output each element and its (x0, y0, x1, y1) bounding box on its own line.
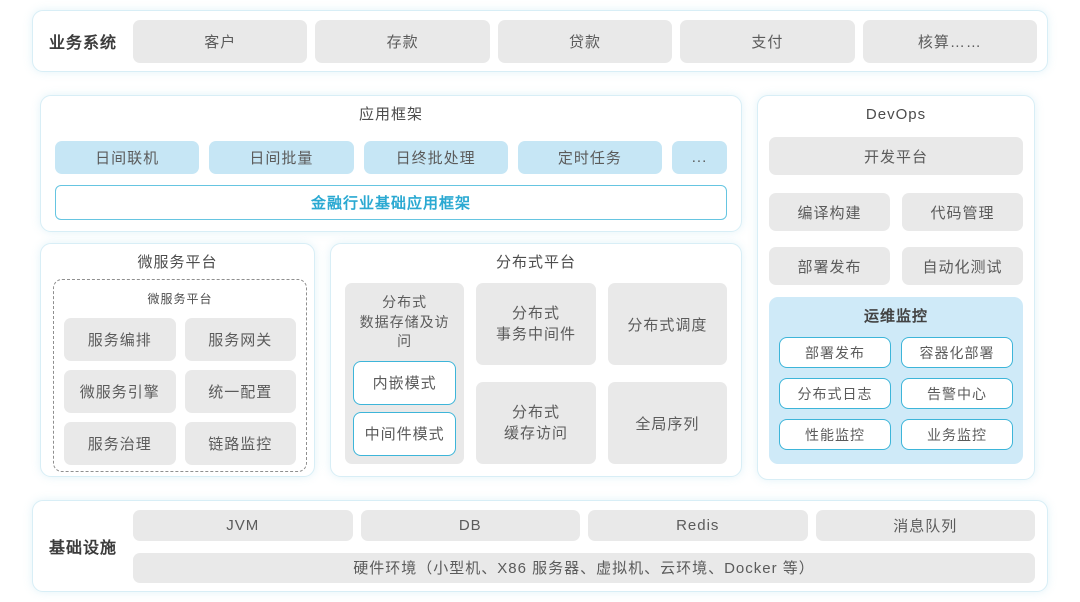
distributed-cache-access: 分布式 缓存访问 (476, 382, 596, 464)
distributed-storage-group: 分布式 数据存储及访问 内嵌模式 中间件模式 (345, 283, 465, 464)
middleware-mode: 中间件模式 (353, 411, 457, 456)
business-items-row: 客户 存款 贷款 支付 核算…… (133, 19, 1038, 63)
business-item-payment: 支付 (680, 19, 855, 63)
devops-tools-grid: 编译构建 代码管理 部署发布 自动化测试 (769, 193, 1023, 285)
service-gateway: 服务网关 (184, 318, 296, 361)
dev-platform: 开发平台 (769, 137, 1023, 175)
embedded-mode: 内嵌模式 (353, 360, 457, 405)
tool-automated-testing: 自动化测试 (902, 247, 1023, 285)
microservice-grid: 服务编排 服务网关 微服务引擎 统一配置 服务治理 链路监控 (64, 318, 296, 465)
business-item-accounting: 核算…… (862, 19, 1038, 63)
trace-monitoring: 链路监控 (184, 422, 296, 465)
microservice-platform-panel: 微服务平台 微服务平台 服务编排 服务网关 微服务引擎 统一配置 服务治理 链路… (40, 243, 315, 477)
microservice-platform-title: 微服务平台 (137, 254, 218, 271)
app-framework-panel: 应用框架 日间联机 日间批量 日终批处理 定时任务 ... 金融行业基础应用框架 (40, 95, 742, 232)
hardware-environment: 硬件环境（小型机、X86 服务器、虚拟机、云环境、Docker 等） (133, 552, 1035, 583)
distributed-scheduling: 分布式调度 (607, 283, 727, 365)
business-item-loan: 贷款 (497, 19, 673, 63)
infra-message-queue: 消息队列 (815, 509, 1035, 541)
infra-redis: Redis (588, 509, 808, 541)
business-systems-label: 业务系统 (48, 35, 117, 52)
global-sequence: 全局序列 (607, 382, 727, 464)
infrastructure-content: JVM DB Redis 消息队列 硬件环境（小型机、X86 服务器、虚拟机、云… (133, 509, 1035, 583)
infrastructure-label: 基础设施 (48, 540, 117, 557)
infrastructure-panel: 基础设施 JVM DB Redis 消息队列 硬件环境（小型机、X86 服务器、… (32, 500, 1048, 592)
unified-config: 统一配置 (184, 370, 296, 413)
monitor-business: 业务监控 (901, 419, 1013, 450)
service-orchestration: 服务编排 (64, 318, 176, 361)
ops-monitoring-panel: 运维监控 部署发布 容器化部署 分布式日志 告警中心 性能监控 业务监控 (769, 297, 1023, 464)
app-framework-title: 应用框架 (358, 106, 423, 123)
monitor-container-deploy: 容器化部署 (901, 337, 1013, 368)
distributed-platform-title: 分布式平台 (495, 254, 576, 271)
module-scheduled-tasks: 定时任务 (517, 141, 662, 174)
service-governance: 服务治理 (64, 422, 176, 465)
infra-db: DB (360, 509, 580, 541)
infra-jvm: JVM (133, 509, 353, 541)
monitor-alert-center: 告警中心 (901, 378, 1013, 409)
tool-compile-build: 编译构建 (769, 193, 890, 231)
distributed-storage-label: 分布式 数据存储及访问 (359, 294, 450, 350)
microservice-inner-group: 微服务平台 服务编排 服务网关 微服务引擎 统一配置 服务治理 链路监控 (53, 279, 307, 472)
tool-code-management: 代码管理 (902, 193, 1023, 231)
microservice-engine: 微服务引擎 (64, 370, 176, 413)
monitor-distributed-logs: 分布式日志 (779, 378, 891, 409)
distributed-grid: 分布式 数据存储及访问 内嵌模式 中间件模式 分布式 事务中间件 分布式调度 分… (345, 283, 727, 464)
distributed-platform-panel: 分布式平台 分布式 数据存储及访问 内嵌模式 中间件模式 分布式 事务中间件 分… (330, 243, 742, 477)
monitor-performance: 性能监控 (779, 419, 891, 450)
microservice-inner-title: 微服务平台 (147, 292, 213, 306)
monitor-deploy-release: 部署发布 (779, 337, 891, 368)
infrastructure-items-row: JVM DB Redis 消息队列 (133, 509, 1035, 541)
devops-title: DevOps (865, 106, 927, 123)
devops-panel: DevOps 开发平台 编译构建 代码管理 部署发布 自动化测试 运维监控 部署… (757, 95, 1035, 480)
business-systems-panel: 业务系统 客户 存款 贷款 支付 核算…… (32, 10, 1048, 72)
business-item-customer: 客户 (133, 19, 308, 63)
module-daytime-online: 日间联机 (55, 141, 200, 174)
distributed-transaction-middleware: 分布式 事务中间件 (476, 283, 596, 365)
ops-monitoring-grid: 部署发布 容器化部署 分布式日志 告警中心 性能监控 业务监控 (779, 337, 1013, 450)
base-application-framework: 金融行业基础应用框架 (55, 185, 727, 220)
business-item-deposit: 存款 (315, 19, 490, 63)
module-eod-batch: 日终批处理 (363, 141, 508, 174)
module-more: ... (672, 141, 727, 174)
tool-deploy-release: 部署发布 (769, 247, 890, 285)
app-framework-modules-row: 日间联机 日间批量 日终批处理 定时任务 ... (55, 141, 727, 174)
module-daytime-batch: 日间批量 (209, 141, 354, 174)
ops-monitoring-title: 运维监控 (863, 308, 928, 325)
